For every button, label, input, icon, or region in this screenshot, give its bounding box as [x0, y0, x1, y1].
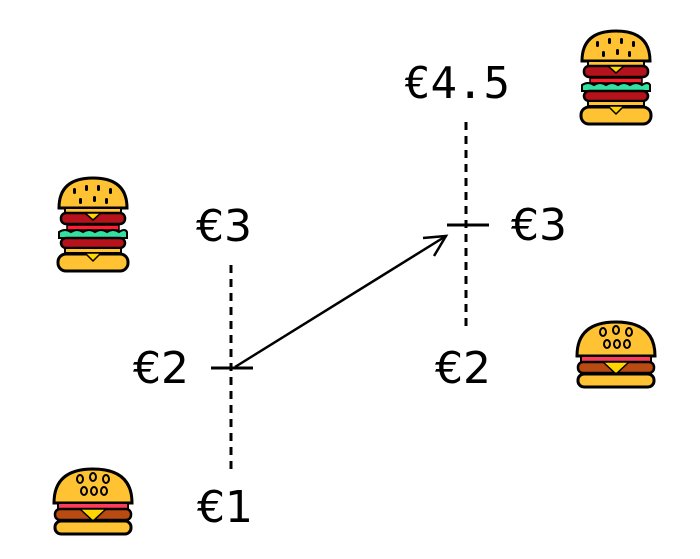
left-mid-price-label: €2	[133, 343, 189, 394]
double-burger-icon	[56, 176, 130, 273]
arrow-icon	[234, 234, 449, 369]
double-burger-icon	[579, 29, 653, 126]
right-bottom-price-label: €2	[435, 343, 491, 394]
right-mid-price-label: €3	[511, 200, 567, 251]
left-bottom-price-label: €1	[197, 482, 253, 533]
single-burger-icon	[52, 467, 134, 536]
right-top-price-label: €4.5	[404, 58, 510, 109]
left-top-price-label: €3	[196, 201, 252, 252]
single-burger-icon	[575, 320, 657, 389]
